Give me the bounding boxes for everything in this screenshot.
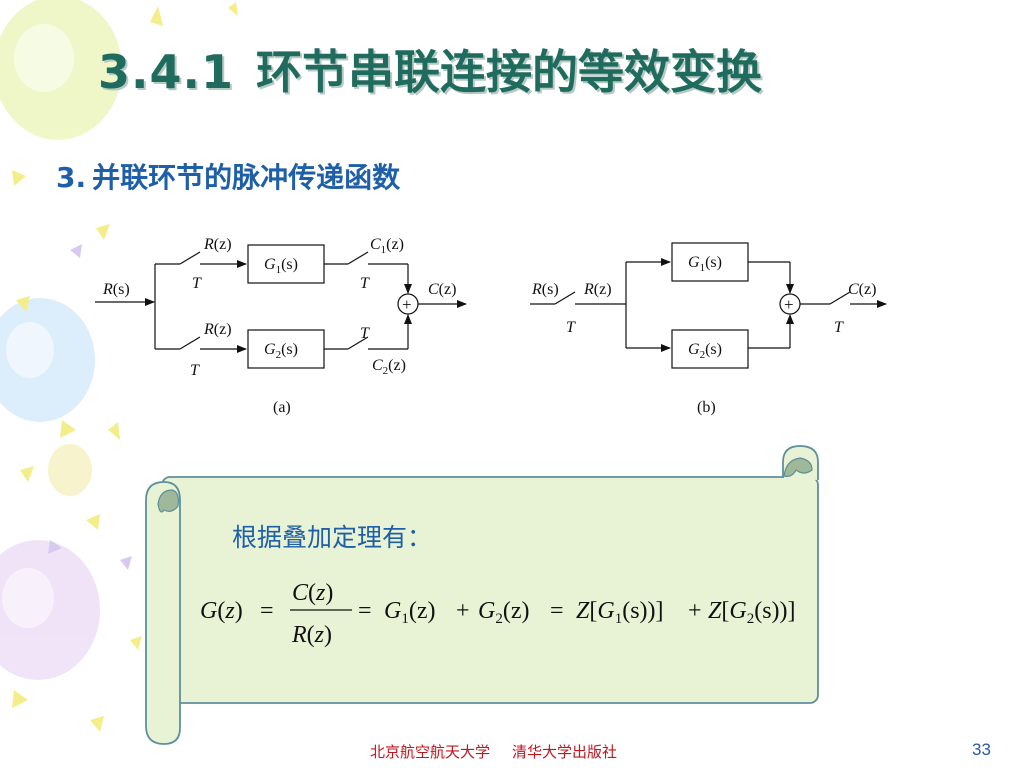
slide-title: 3.4.1 环节串联连接的等效变换 xyxy=(98,36,762,102)
sampled-input-label: R(z) xyxy=(203,236,232,253)
scroll-curl-icon xyxy=(157,489,179,513)
diagram-b xyxy=(530,242,887,369)
sampler-switch xyxy=(554,291,576,305)
svg-text:C(z): C(z) xyxy=(292,580,333,606)
block-g2-label: G2(s) xyxy=(264,341,298,361)
svg-text:R(z): R(z) xyxy=(291,622,332,648)
block-g2-label: G2(s) xyxy=(688,341,722,361)
superposition-equation: G(z) = C(z) R(z) = G1(z) + G2(z) = Z[G1(… xyxy=(200,580,796,648)
svg-text:G2(z): G2(z) xyxy=(478,598,529,627)
sum-plus-sign: + xyxy=(784,295,794,314)
input-label: R(s) xyxy=(102,281,130,298)
svg-text:=: = xyxy=(550,598,564,624)
footer-publisher: 清华大学出版社 xyxy=(512,743,618,761)
block-g2 xyxy=(671,329,749,369)
footer-credits: 北京航空航天大学 清华大学出版社 xyxy=(370,741,617,762)
sampler-switch xyxy=(347,251,369,265)
output-label: C(z) xyxy=(428,281,456,298)
input-label: R(s) xyxy=(531,281,559,298)
section-title: 环节串联连接的等效变换 xyxy=(255,45,762,99)
page-number: 33 xyxy=(972,740,991,759)
block-g1-label: G1(s) xyxy=(688,254,722,274)
subtitle-text: 并联环节的脉冲传递函数 xyxy=(92,161,401,194)
svg-text:+: + xyxy=(456,598,470,624)
diagram-a xyxy=(95,244,467,369)
sampled-input-label: R(z) xyxy=(203,321,232,338)
sampler-period-label: T xyxy=(360,275,370,292)
svg-text:=: = xyxy=(260,598,274,624)
scroll-panel xyxy=(145,445,819,745)
svg-text:G1(z): G1(z) xyxy=(384,598,435,627)
scroll-curl-icon xyxy=(783,457,813,477)
svg-text:Z[G1(s))]: Z[G1(s))] xyxy=(576,598,664,627)
svg-text:+: + xyxy=(688,598,702,624)
slide-subtitle: 3.并联环节的脉冲传递函数 xyxy=(56,156,400,196)
output-c2-label: C2(z) xyxy=(372,357,406,377)
sampler-period-label: T xyxy=(360,325,370,342)
sampler-switch xyxy=(829,291,851,305)
diagram-a-caption: (a) xyxy=(273,399,291,416)
output-c1-label: C1(z) xyxy=(370,236,404,256)
section-number: 3.4.1 xyxy=(98,45,234,99)
scroll-lead-text: 根据叠加定理有： xyxy=(232,523,433,552)
sampler-period-label: T xyxy=(566,319,576,336)
sampler-period-label: T xyxy=(192,275,202,292)
sampler-switch xyxy=(347,336,369,350)
sampler-switch xyxy=(179,336,201,350)
diagram-b-caption: (b) xyxy=(697,399,716,416)
block-g1-label: G1(s) xyxy=(264,256,298,276)
sampler-period-label: T xyxy=(190,362,200,379)
sum-plus-sign: + xyxy=(402,295,412,314)
svg-text:=: = xyxy=(358,598,372,624)
sampler-switch xyxy=(179,251,201,265)
confetti-decoration xyxy=(12,2,238,732)
footer-university: 北京航空航天大学 xyxy=(370,743,491,761)
output-label: C(z) xyxy=(848,281,876,298)
subtitle-number: 3. xyxy=(56,161,87,194)
svg-text:Z[G2(s))]: Z[G2(s))] xyxy=(708,598,796,627)
sampler-period-label: T xyxy=(834,319,844,336)
svg-text:G(z): G(z) xyxy=(200,598,243,624)
sampled-input-label: R(z) xyxy=(583,281,612,298)
